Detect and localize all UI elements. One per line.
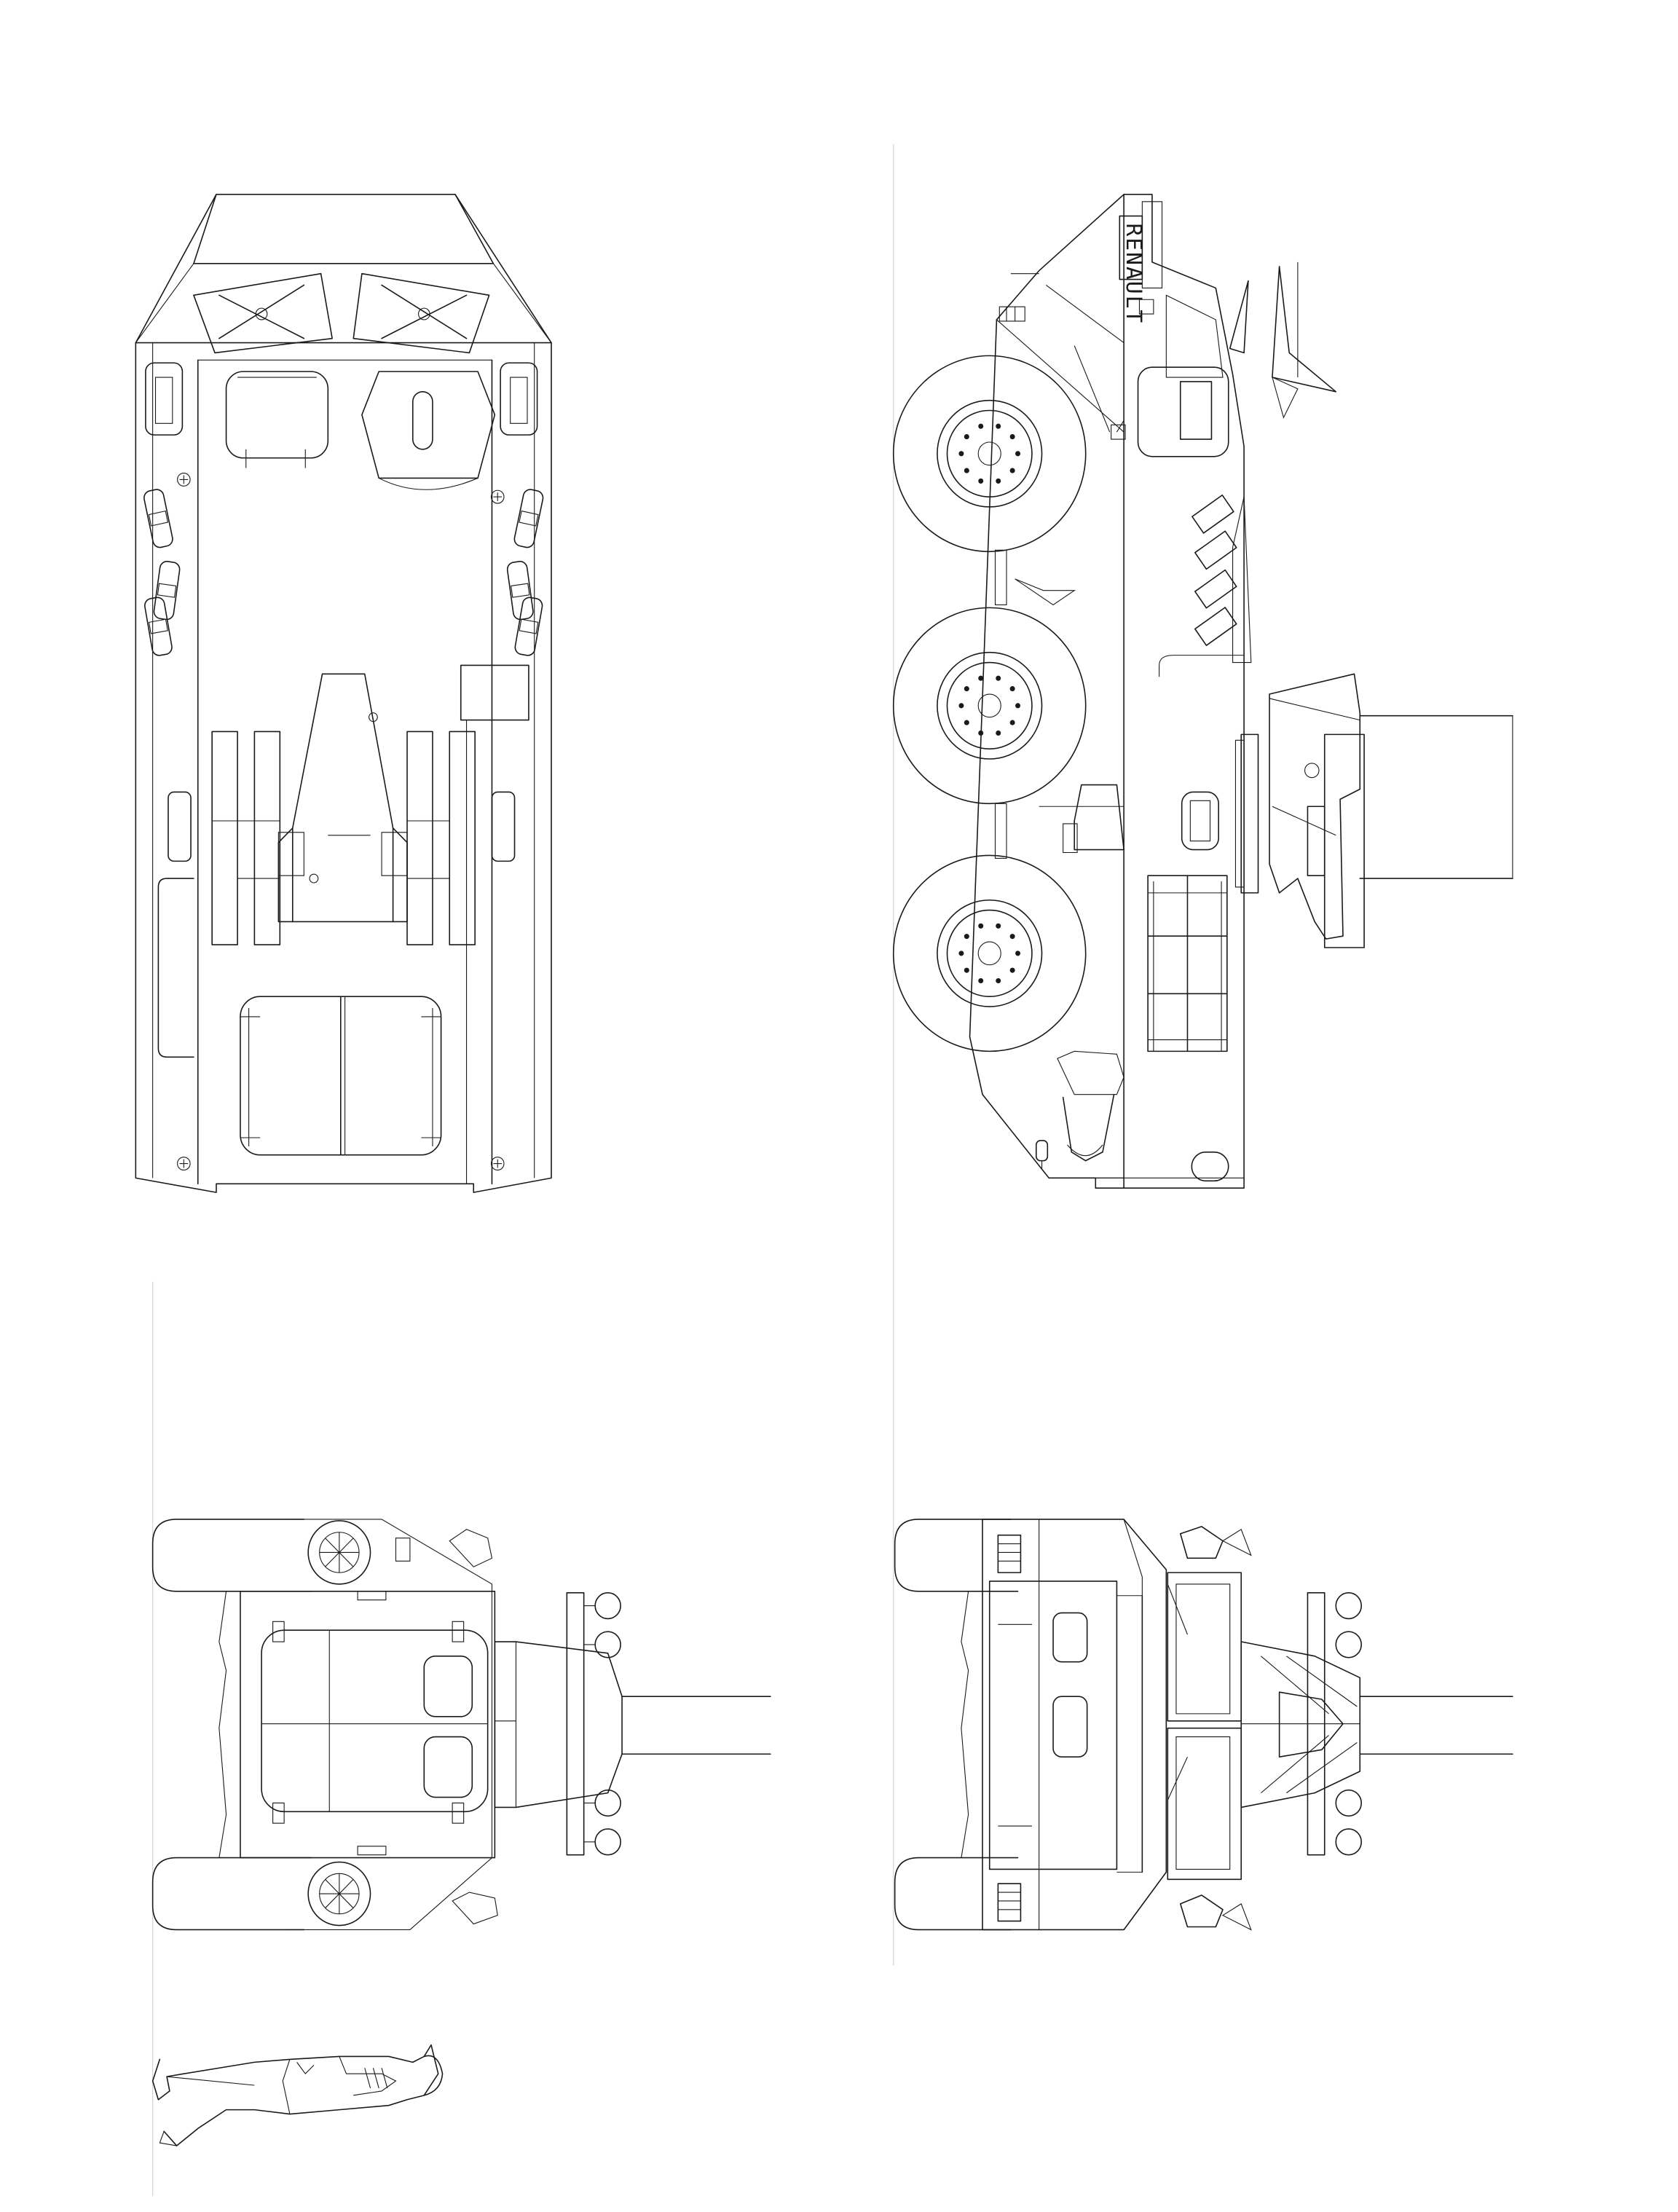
lug-nut (1009, 967, 1015, 973)
front-view (895, 1519, 1513, 1930)
lug-nut (964, 720, 969, 725)
rear-exhaust-top (308, 1521, 410, 1584)
front-gun-barrel (1360, 1696, 1513, 1754)
lug-nut (996, 977, 1001, 984)
side-hatch-right (492, 792, 514, 861)
lug-nut (978, 977, 984, 984)
lug-nut (996, 478, 1001, 484)
front-tyres (895, 1519, 1018, 1930)
front-windshield-lower (1167, 1728, 1241, 1880)
side-rear-details (1036, 1051, 1124, 1169)
side-suspension (995, 420, 1125, 858)
lug-nut (978, 923, 984, 929)
rear-exhaust-bottom (308, 1862, 370, 1926)
front-turret (1241, 1642, 1360, 1807)
top-wheel-left-outer (212, 731, 237, 945)
lug-nut (978, 478, 984, 484)
side-gun-barrel (1360, 716, 1513, 878)
rear-tyres (153, 1519, 311, 1930)
lug-nut (1009, 720, 1015, 725)
top-mirror-right (500, 363, 537, 435)
top-periscopes-right (490, 487, 545, 658)
lug-nut (1009, 434, 1015, 440)
driver-hatch (227, 371, 328, 468)
front-grille-top (998, 1535, 1020, 1573)
rear-periscopes (449, 1530, 497, 1924)
front-hull (982, 1519, 1166, 1930)
side-front-details (999, 274, 1223, 377)
left-side-view: RENAULT (892, 194, 1513, 1188)
top-wheel-right-outer (449, 731, 475, 945)
antenna-mount (1230, 262, 1336, 418)
side-turret (1235, 674, 1364, 948)
lug-nut (996, 675, 1001, 681)
lug-nut (996, 923, 1001, 929)
scale-figure (153, 2045, 443, 2146)
side-ports (1159, 656, 1244, 1181)
top-wheel-right-inner (407, 731, 449, 945)
lug-nut (1009, 934, 1015, 940)
lug-nut (978, 730, 984, 736)
lug-nut (996, 730, 1001, 736)
front-grille-bottom (998, 1884, 1020, 1921)
lug-nut (964, 468, 969, 473)
side-hull-outline (970, 194, 1245, 1188)
top-periscopes-left (141, 472, 192, 658)
side-marking-plate: RENAULT (1119, 202, 1162, 324)
rear-turret (495, 1642, 622, 1807)
lug-nut (964, 967, 969, 973)
commander-cupola (362, 371, 495, 489)
lug-nut (978, 675, 984, 681)
front-mirrors (1181, 1527, 1251, 1930)
lug-nut (964, 686, 969, 692)
front-smoke-launchers (1307, 1593, 1361, 1855)
lug-nut (1009, 468, 1015, 473)
lug-nut (958, 950, 964, 956)
top-rear-fittings (176, 1156, 505, 1171)
stowage-box (461, 665, 529, 720)
lug-nut (964, 434, 969, 440)
side-wheel-1 (892, 354, 1087, 553)
rear-engine-deck (240, 996, 441, 1154)
turret-top (278, 674, 407, 921)
side-periscopes (1192, 495, 1251, 663)
top-hull-outline (135, 194, 551, 1192)
lug-nut (958, 703, 964, 709)
wheel-1-lugs (958, 423, 1021, 484)
rear-hull (240, 1519, 495, 1930)
side-wheel-3 (892, 854, 1087, 1052)
lug-nut (1015, 451, 1021, 457)
lug-nut (1009, 686, 1015, 692)
lug-nut (1015, 950, 1021, 956)
lug-nut (1015, 703, 1021, 709)
front-hatch-right (353, 274, 489, 353)
front-hatch-left (194, 274, 332, 353)
lug-nut (978, 423, 984, 429)
rear-view (153, 1519, 771, 1930)
top-mirror-left (146, 363, 182, 435)
wheel-2-lugs (958, 675, 1021, 736)
top-view (135, 194, 551, 1192)
lug-nut (964, 934, 969, 940)
lug-nut (996, 423, 1001, 429)
wheel-3-lugs (958, 923, 1021, 984)
rear-gun-barrel (622, 1696, 771, 1754)
lug-nut (958, 451, 964, 457)
sheet-guides (153, 144, 894, 2197)
front-windshield-upper (1167, 1573, 1241, 1721)
side-wheel-2 (892, 606, 1087, 805)
side-mirror (1138, 367, 1229, 457)
stowage-rack (1148, 875, 1227, 1051)
human-figure-lying (153, 2045, 443, 2146)
top-wheel-left-inner (237, 731, 280, 945)
rear-smoke-launchers (567, 1593, 621, 1855)
side-hatch-left (158, 792, 194, 1057)
